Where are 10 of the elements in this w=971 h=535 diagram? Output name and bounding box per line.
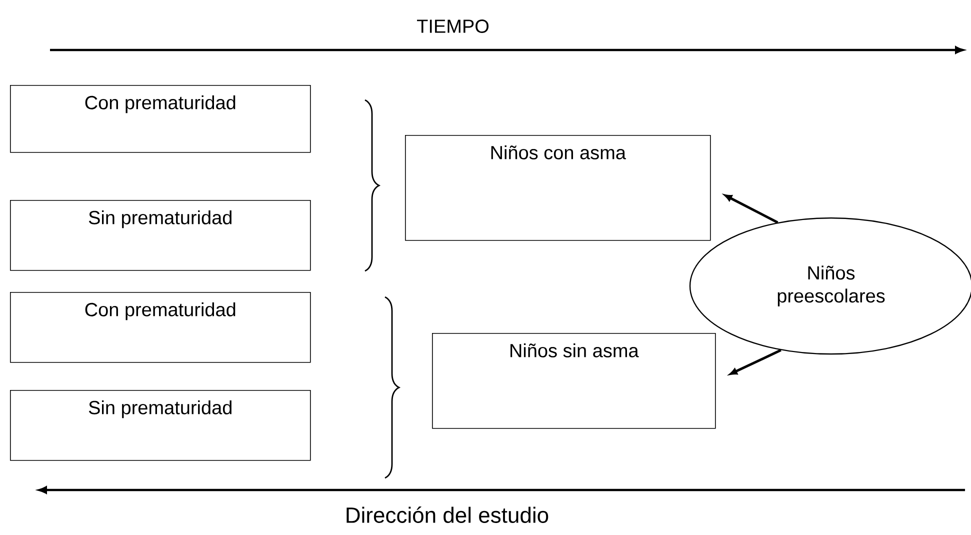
heading: TIEMPO [417, 20, 489, 33]
group-box: Niños sin asma [432, 333, 716, 429]
group-box: Sin prematuridad [10, 200, 311, 271]
group-box: Con prematuridad [10, 85, 311, 153]
group-box: Sin prematuridad [10, 390, 311, 461]
group-box: Con prematuridad [10, 292, 311, 363]
group-box: Niños con asma [405, 135, 711, 241]
arrow [730, 349, 782, 375]
arrow [724, 194, 778, 224]
caption: Dirección del estudio [346, 506, 548, 523]
